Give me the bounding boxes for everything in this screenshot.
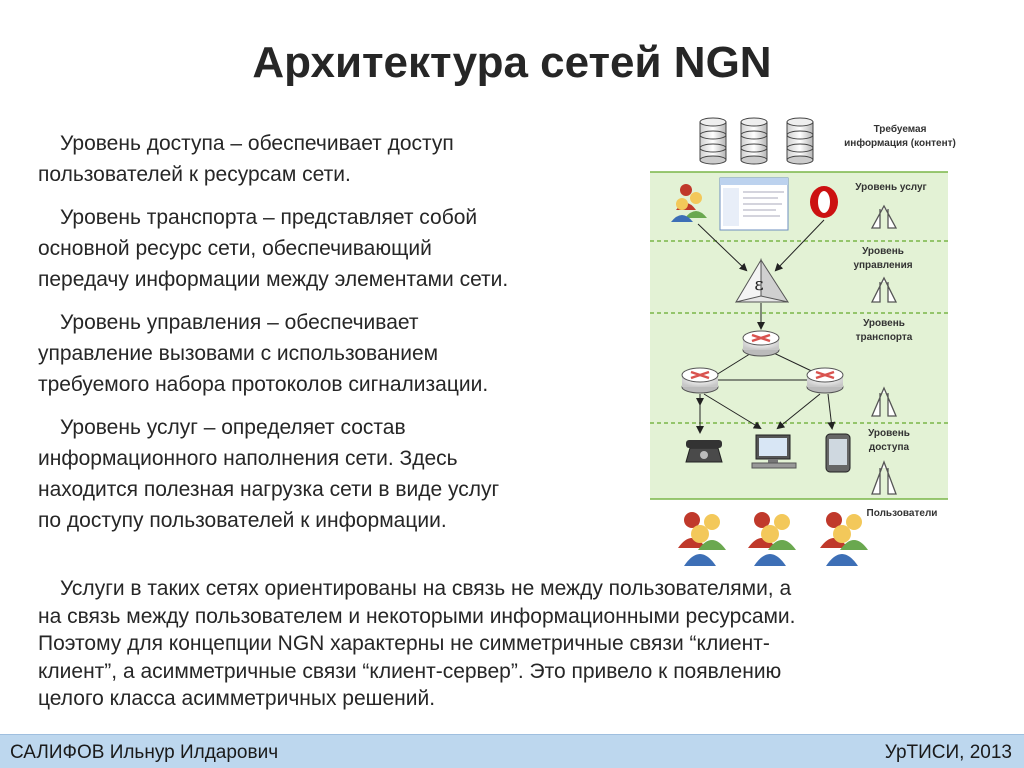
footer-bar: САЛИФОВ Ильнур Илдарович УрТИСИ, 2013 — [0, 734, 1024, 768]
slide-title: Архитектура сетей NGN — [252, 38, 772, 87]
router-icon — [681, 367, 719, 394]
paragraph-service-level: Уровень услуг – определяет состав информ… — [38, 412, 628, 536]
opera-icon — [810, 186, 838, 218]
paragraph-access-level: Уровень доступа – обеспечивает доступ по… — [38, 128, 628, 190]
telephone-icon — [685, 440, 723, 463]
text-line: Уровень управления – обеспечивает — [60, 311, 419, 334]
text-line: Уровень доступа – обеспечивает доступ — [60, 132, 454, 155]
text-line: передачу информации между элементами сет… — [38, 268, 509, 291]
users-group-icon — [748, 512, 796, 566]
text-line: на связь между пользователем и некоторым… — [38, 604, 796, 628]
text-line: информационного наполнения сети. Здесь — [38, 447, 458, 470]
transport-level-label: Уровень — [863, 318, 905, 329]
up-arrow-icon — [871, 460, 897, 495]
text-line: основной ресурс сети, обеспечивающий — [38, 237, 432, 260]
text-line: по доступу пользователей к информации. — [38, 509, 447, 532]
softswitch-icon: ε — [734, 258, 790, 303]
ngn-architecture-diagram: Требуемая информация (контент) Уровень у… — [650, 117, 956, 566]
users-group-icon — [678, 512, 726, 566]
up-arrow-icon — [870, 204, 898, 229]
text-line: Уровень услуг – определяет состав — [60, 416, 406, 439]
text-line: Уровень транспорта – представляет собой — [60, 206, 478, 229]
footer-author: САЛИФОВ Ильнур Илдарович — [10, 742, 279, 763]
up-arrow-icon — [871, 386, 897, 417]
paragraph-transport-level: Уровень транспорта – представляет собой … — [38, 202, 628, 295]
database-icon — [699, 117, 727, 165]
computer-icon — [751, 434, 797, 469]
content-label: информация (контент) — [844, 137, 956, 149]
footer-org: УрТИСИ, 2013 — [884, 742, 1012, 763]
database-icon — [786, 117, 814, 165]
text-line: находится полезная нагрузка сети в виде … — [38, 478, 500, 501]
router-icon — [806, 367, 844, 394]
control-level-label: управления — [853, 260, 912, 271]
service-level-label: Уровень услуг — [855, 182, 926, 193]
text-line: целого класса асимметричных решений. — [38, 687, 436, 710]
up-arrow-icon — [870, 276, 898, 303]
text-line: требуемого набора протоколов сигнализаци… — [38, 373, 489, 396]
content-label: Требуемая — [874, 123, 927, 135]
users-group-icon — [671, 184, 707, 222]
mobile-phone-icon — [825, 433, 851, 473]
users-label: Пользователи — [867, 508, 938, 519]
transport-level-label: транспорта — [856, 332, 913, 343]
text-line: Услуги в таких сетях ориентированы на св… — [60, 577, 792, 600]
app-window-icon — [719, 177, 789, 231]
paragraph-control-level: Уровень управления – обеспечивает управл… — [38, 307, 628, 400]
text-line: Поэтому для концепции NGN характерны не … — [38, 632, 770, 655]
access-level-label: доступа — [869, 442, 910, 453]
text-line: пользователей к ресурсам сети. — [38, 163, 351, 186]
users-group-icon — [820, 512, 868, 566]
database-icon — [740, 117, 768, 165]
up-arrows — [870, 204, 898, 495]
text-line: клиент”, а асимметричные связи “клиент-с… — [38, 659, 782, 683]
layer-descriptions: Уровень доступа – обеспечивает доступ по… — [38, 128, 628, 548]
control-level-label: Уровень — [862, 246, 904, 257]
router-icon — [742, 330, 780, 357]
epsilon-symbol: ε — [754, 274, 763, 295]
text-line: управление вызовами с использованием — [38, 342, 439, 365]
bottom-paragraph: Услуги в таких сетях ориентированы на св… — [38, 575, 998, 713]
access-level-label: Уровень — [868, 428, 910, 439]
